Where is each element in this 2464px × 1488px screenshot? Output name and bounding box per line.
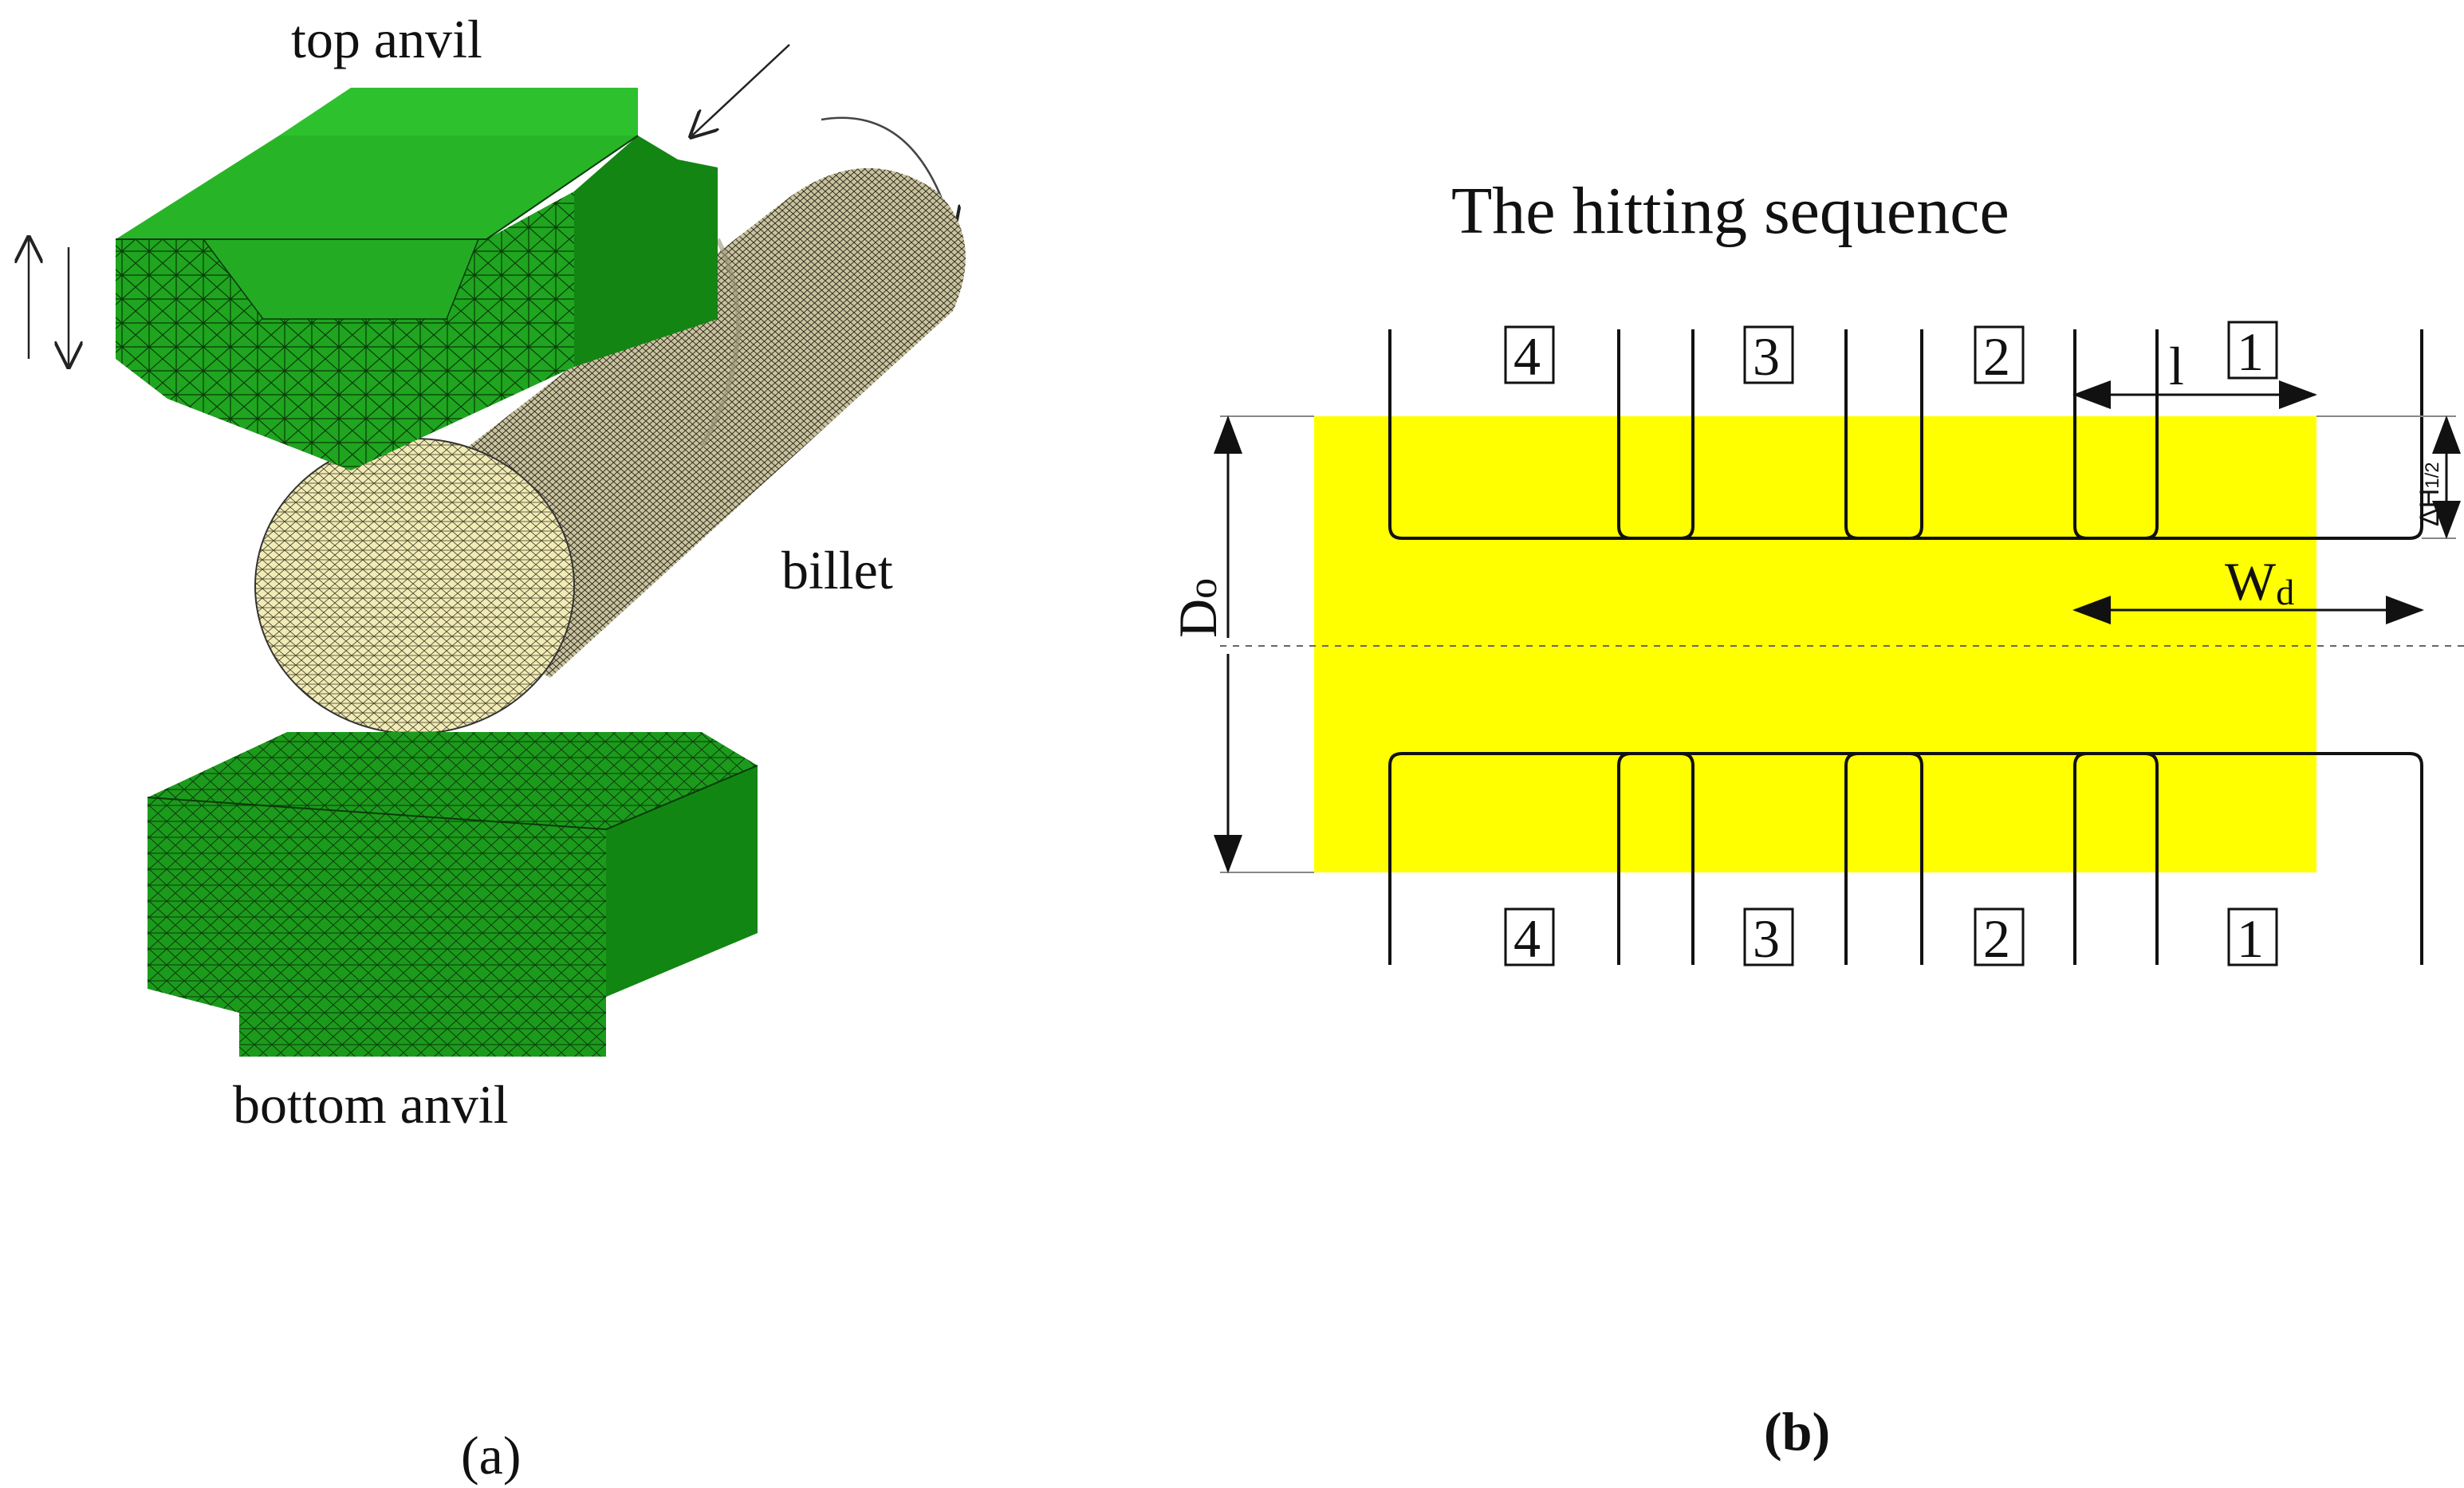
bottom-hit-number-1: 1 xyxy=(2237,908,2264,969)
billet-label: billet xyxy=(781,540,893,600)
dimension-dh-label: ΔH1/2 xyxy=(2415,462,2445,526)
dimension-l-label: l xyxy=(2169,336,2184,396)
hitting-sequence-title: The hitting sequence xyxy=(1451,174,2009,248)
billet-section xyxy=(1314,416,2316,872)
top-anvil-label: top anvil xyxy=(291,9,482,69)
top-hit-number-1: 1 xyxy=(2237,321,2264,382)
dimension-wd-label: Wd xyxy=(2225,551,2294,612)
dimension-l: l xyxy=(2072,336,2317,409)
bottom-anvil xyxy=(147,732,758,1057)
bottom-hit-number-2: 2 xyxy=(1983,908,2010,969)
top-hit-number-4: 4 xyxy=(1513,326,1541,387)
top-anvil xyxy=(116,88,718,470)
bottom-hit-number-3: 3 xyxy=(1753,908,1780,969)
billet-cylinder xyxy=(254,167,966,734)
dimension-dh: ΔH1/2 xyxy=(2316,415,2461,539)
vertical-motion-arrows-icon xyxy=(29,239,69,365)
panel-b: The hitting sequence 4 3 2 xyxy=(1167,174,2464,1462)
top-anvil-outlines xyxy=(1388,329,2423,540)
top-hit-number-2: 2 xyxy=(1983,326,2010,387)
panel-a: top anvil billet bo xyxy=(29,9,966,1486)
dimension-do: Do xyxy=(1167,415,1314,873)
caption-b: (b) xyxy=(1764,1401,1830,1462)
top-hit-number-3: 3 xyxy=(1753,326,1780,387)
bottom-anvil-outlines xyxy=(1388,752,2423,965)
bottom-hit-number-4: 4 xyxy=(1513,908,1541,969)
bottom-hit-numbers: 4 3 2 1 xyxy=(1504,907,2278,969)
caption-a: (a) xyxy=(461,1425,521,1486)
top-hit-numbers: 4 3 2 1 xyxy=(1504,321,2278,387)
dimension-do-label: Do xyxy=(1167,578,1228,638)
feed-direction-arrow-icon xyxy=(692,44,790,136)
bottom-anvil-label: bottom anvil xyxy=(233,1074,509,1135)
dimension-wd: Wd xyxy=(2072,551,2424,624)
